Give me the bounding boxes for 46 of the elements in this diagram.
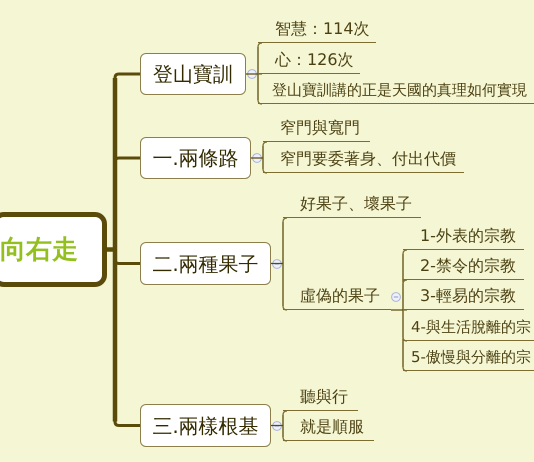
topic-box [140,137,251,179]
connector-line [270,414,284,438]
connector-line [262,168,268,174]
subtopic-text: 2-禁令的宗教 [420,256,516,275]
connector-line [402,366,408,372]
connector-line [270,221,284,307]
topic-box [140,53,246,95]
connector-line [104,76,118,424]
subtopic-text: 窄門與寬門 [280,118,360,137]
connector-line [114,72,140,78]
subtopic-text: 登山寶訓講的正是天國的真理如何實現 [272,82,527,99]
connector-line [402,249,408,254]
topic-box [140,404,271,447]
connector-line [262,141,268,146]
topic-text: 一.兩條路 [152,148,239,168]
connector-line [245,46,259,101]
connector-line [282,217,288,222]
connector-line [282,306,288,311]
subtopic-text: 1-外表的宗教 [420,226,516,245]
subtopic-text: 4-與生活脫離的宗 [411,318,531,336]
connector-line [282,410,288,416]
connector-line [257,42,262,48]
subtopic-text: 就是順服 [300,418,364,436]
topic-text: 三.兩樣根基 [152,416,259,436]
subtopic-text: 3-輕易的宗教 [420,286,516,305]
topic-text: 登山寶訓 [153,64,233,84]
connector-line [114,421,140,427]
subtopic-text: 心：126次 [275,50,354,69]
connector-line [402,279,408,284]
connector-line [403,309,407,311]
subtopic-text: 5-傲慢與分離的宗 [411,348,531,366]
connector-line [250,145,264,170]
connector-line [402,336,408,342]
connector-line [257,100,262,105]
topic-text: 二.兩種果子 [152,254,259,274]
subtopic-text: 窄門要委著身、付出代價 [280,150,456,168]
subtopic-text: 聽與行 [300,388,348,406]
connector-line [258,73,262,75]
subtopic-text: 虛偽的果子 [300,286,380,305]
connector-line [282,436,288,442]
topic-text: 向右走 [0,236,78,262]
central-topic-box [0,212,107,287]
connector-line [390,253,404,368]
subtopic-text: 好果子、壞果子 [300,194,412,213]
subtopic-text: 智慧：114次 [275,20,370,38]
topic-box [140,242,271,285]
